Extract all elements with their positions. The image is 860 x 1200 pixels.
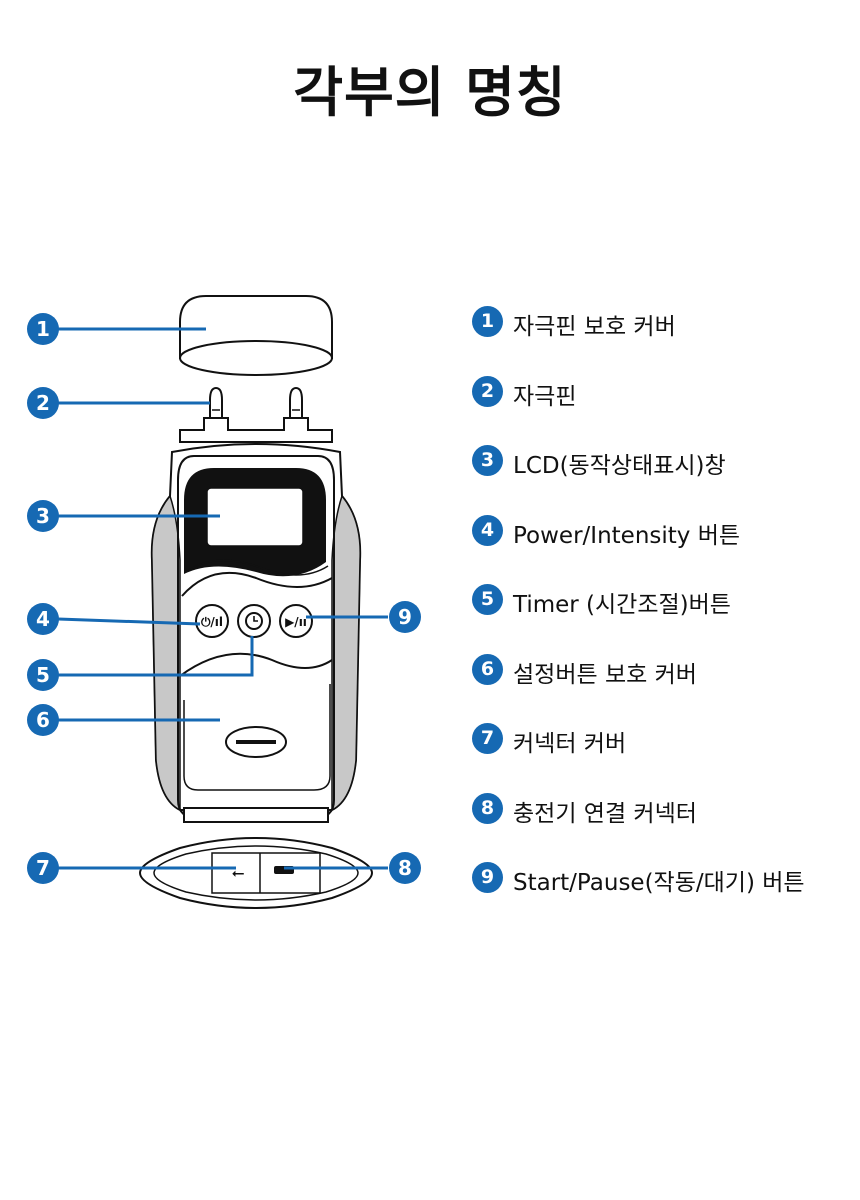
- settings-cover: [179, 652, 333, 791]
- legend-label: 충전기 연결 커넥터: [513, 800, 697, 827]
- callout-circle: [27, 603, 59, 635]
- callout-circle: [389, 852, 421, 884]
- callout-circle: [27, 704, 59, 736]
- callout-circle: [27, 500, 59, 532]
- lcd-window: [181, 468, 333, 597]
- callout-lines: [57, 327, 388, 870]
- callout-number: 1: [36, 317, 50, 341]
- legend-number: 6: [472, 653, 503, 685]
- callouts: 1 2 3 4 5 6 7 8 9: [27, 313, 421, 884]
- power-intensity-button[interactable]: ⏻/ıl: [195, 604, 229, 638]
- callout-circle: [27, 659, 59, 691]
- callout-number: 8: [398, 856, 412, 880]
- play-pause-icon: ▶/ıı: [285, 615, 307, 629]
- legend-label: Power/Intensity 버튼: [513, 522, 741, 549]
- callout-8: 8: [389, 852, 421, 884]
- callout-number: 4: [36, 607, 50, 631]
- callout-number: 6: [36, 708, 50, 732]
- callout-circle: [27, 387, 59, 419]
- legend-label: 설정버튼 보호 커버: [513, 661, 697, 688]
- start-pause-button[interactable]: ▶/ıı: [279, 604, 313, 638]
- timer-button[interactable]: [237, 604, 271, 638]
- pin-cover: [179, 295, 333, 376]
- callout-circle: [389, 601, 421, 633]
- legend-number: 1: [472, 306, 503, 337]
- callout-number: 3: [36, 504, 50, 528]
- callout-number: 7: [36, 856, 50, 880]
- legend-number: 4: [472, 514, 503, 546]
- legend-label: 자극핀 보호 커버: [513, 314, 676, 340]
- legend-label: Timer (시간조절)버튼: [513, 592, 731, 618]
- legend-label: 자극핀: [513, 383, 577, 410]
- legend-number: 5: [472, 584, 503, 615]
- usb-icon: ⭠: [232, 863, 245, 882]
- legend-label: 커넥터 커버: [513, 731, 627, 757]
- connector-cover: ⭠: [138, 837, 374, 909]
- legend-number: 3: [472, 445, 503, 476]
- legend-number: 7: [472, 723, 503, 754]
- page-title: 각부의 명칭: [293, 61, 567, 124]
- callout-1: 1: [27, 313, 59, 345]
- electrode-pins: [179, 386, 333, 443]
- callout-6: 6: [27, 704, 59, 736]
- power-intensity-icon: ⏻/ıl: [201, 615, 223, 629]
- legend-label: LCD(동작상태표시)창: [513, 453, 726, 479]
- callout-3: 3: [27, 500, 59, 532]
- callout-2: 2: [27, 387, 59, 419]
- callout-number: 2: [36, 391, 50, 415]
- timer-icon: [245, 612, 263, 630]
- callout-7: 7: [27, 852, 59, 884]
- callout-circle: [27, 313, 59, 345]
- legend-label: Start/Pause(작동/대기) 버튼: [513, 870, 805, 896]
- callout-number: 5: [36, 663, 50, 687]
- callout-9: 9: [389, 601, 421, 633]
- legend-number: 2: [472, 375, 503, 407]
- callout-4: 4: [27, 603, 59, 635]
- callout-circle: [27, 852, 59, 884]
- callout-5: 5: [27, 659, 59, 691]
- callout-number: 9: [398, 605, 412, 629]
- legend-number: 9: [472, 862, 503, 893]
- legend-number: 8: [472, 792, 503, 824]
